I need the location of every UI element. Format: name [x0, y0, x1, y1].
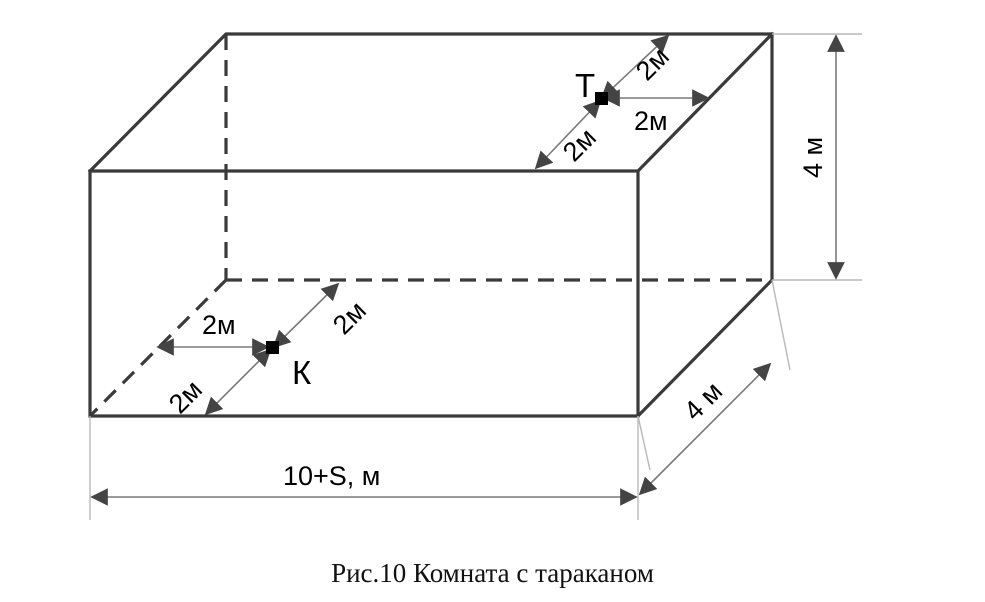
t-offset-back-label: 2м: [630, 41, 675, 86]
point-k-label: К: [292, 354, 312, 391]
t-offset-front-label: 2м: [557, 122, 602, 167]
extension-lines: [89, 33, 862, 520]
k-offset-left-label: 2м: [202, 310, 236, 340]
length-label: 10+S, м: [283, 461, 380, 491]
t-offset-right-label: 2м: [634, 106, 668, 136]
k-arrow-front: [204, 348, 272, 416]
k-offset-back-label: 2м: [327, 295, 372, 340]
k-offset-front-label: 2м: [163, 374, 208, 419]
dimension-arrows: [90, 34, 845, 506]
t-arrow-front: [534, 99, 602, 170]
figure-caption: Рис.10 Комната с тараканом: [331, 558, 654, 588]
box-edges: [87, 31, 775, 419]
k-arrow-back: [272, 282, 340, 349]
t-arrow-back: [600, 34, 670, 100]
depth-label: 4 м: [678, 376, 728, 426]
point-t-marker: [595, 92, 608, 105]
hidden-edges: [88, 34, 772, 418]
point-t-label: Т: [575, 67, 595, 104]
point-k-marker: [266, 341, 279, 354]
height-label: 4 м: [798, 137, 828, 178]
depth-dimension-arrow: [638, 362, 772, 496]
